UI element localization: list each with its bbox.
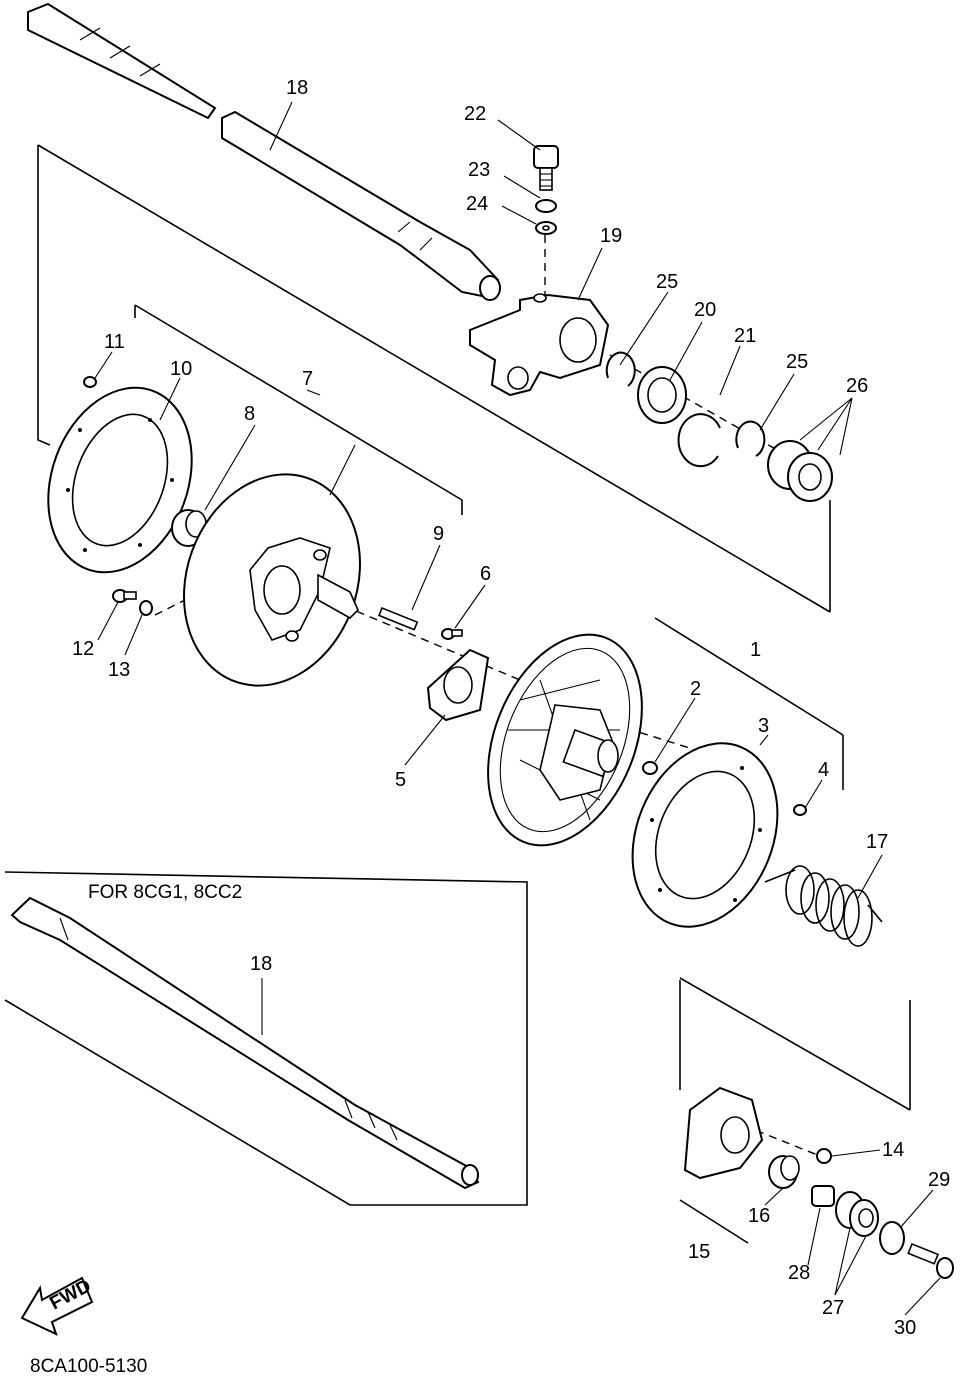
screw-4 xyxy=(793,804,807,816)
callout-3: 3 xyxy=(758,715,769,737)
callout-24: 24 xyxy=(466,193,488,215)
pin-9 xyxy=(377,606,419,631)
callout-2: 2 xyxy=(690,678,701,700)
bushing-16 xyxy=(768,1155,800,1189)
callout-25-left: 25 xyxy=(656,271,678,293)
callout-20: 20 xyxy=(694,299,716,321)
drive-shaft-variant xyxy=(10,896,480,1190)
movable-sheave xyxy=(487,633,643,847)
callout-18-variant: 18 xyxy=(250,953,272,975)
callout-7: 7 xyxy=(302,368,313,390)
washer-29 xyxy=(879,1221,905,1255)
callout-18-upper: 18 xyxy=(286,77,308,99)
collar-28 xyxy=(811,1185,835,1207)
bushings-27 xyxy=(835,1191,879,1237)
leader-lines xyxy=(94,101,941,1316)
callout-12: 12 xyxy=(72,638,94,660)
callout-25-right: 25 xyxy=(786,351,808,373)
callout-29: 29 xyxy=(928,1169,950,1191)
callout-9: 9 xyxy=(433,523,444,545)
callout-8: 8 xyxy=(244,403,255,425)
callout-5: 5 xyxy=(395,769,406,791)
fixed-sheave xyxy=(182,473,362,687)
bolt-2 xyxy=(642,761,658,775)
callout-23: 23 xyxy=(468,159,490,181)
screws-11-12-13 xyxy=(83,376,153,616)
ring-plate-3 xyxy=(631,742,779,928)
callout-28: 28 xyxy=(788,1262,810,1284)
bolt-30 xyxy=(907,1242,954,1279)
bolt-and-washers xyxy=(533,145,559,235)
variant-note: FOR 8CG1, 8CC2 xyxy=(88,882,242,903)
callout-15: 15 xyxy=(688,1241,710,1263)
nut-14 xyxy=(816,1148,832,1164)
callout-22: 22 xyxy=(464,103,486,125)
fwd-arrow-icon: FWD xyxy=(20,1276,95,1336)
sheave-plate xyxy=(47,386,193,574)
callout-16: 16 xyxy=(748,1205,770,1227)
callout-11: 11 xyxy=(104,331,125,353)
bolt-6 xyxy=(441,628,463,640)
callout-26: 26 xyxy=(846,375,868,397)
callout-19: 19 xyxy=(600,225,622,247)
cam-cover-15 xyxy=(683,1086,764,1180)
callout-21: 21 xyxy=(734,325,756,347)
callout-17: 17 xyxy=(866,831,888,853)
callout-27: 27 xyxy=(822,1297,844,1319)
drive-shaft-upper xyxy=(27,2,501,301)
gasket-5 xyxy=(426,648,490,722)
callout-4: 4 xyxy=(818,759,829,781)
callout-14: 14 xyxy=(882,1139,904,1161)
callouts: 1 2 3 4 5 6 7 8 9 10 11 12 13 14 15 16 1… xyxy=(72,77,950,1339)
callout-13: 13 xyxy=(108,659,130,681)
bracket-arm xyxy=(469,293,610,397)
group-brackets xyxy=(4,144,911,1244)
callout-10: 10 xyxy=(170,358,192,380)
bearing-stack xyxy=(605,351,833,502)
callout-6: 6 xyxy=(480,563,491,585)
callout-30: 30 xyxy=(894,1317,916,1339)
spring-17 xyxy=(764,865,883,947)
callout-1: 1 xyxy=(750,639,761,661)
drawing-code: 8CA100-5130 xyxy=(30,1356,147,1377)
